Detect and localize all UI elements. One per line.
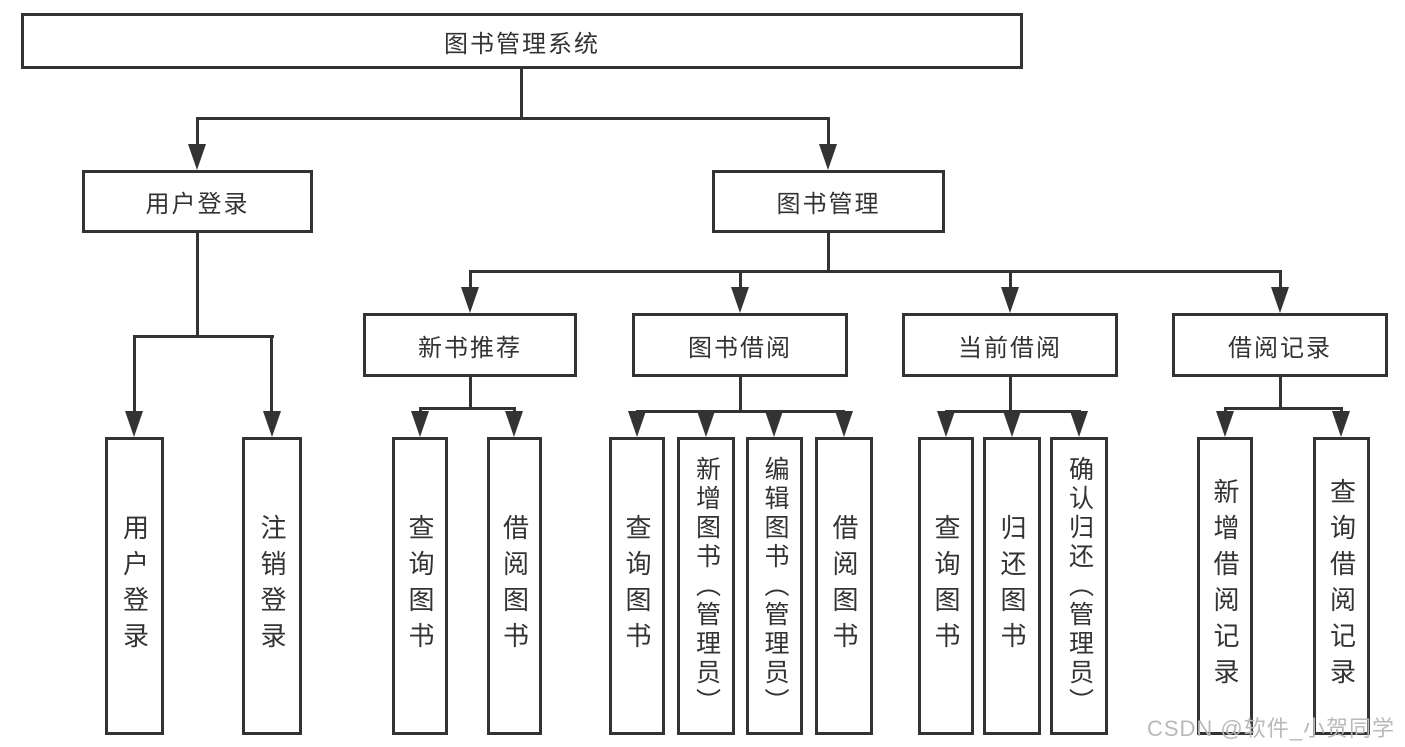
leaf-add-borrow-record: 新增借阅记录: [1197, 437, 1253, 735]
connector-line: [1009, 270, 1012, 290]
leaf-label: 查询图书: [405, 514, 435, 658]
leaf-query-books-recommend: 查询图书: [392, 437, 448, 735]
connector-line: [196, 117, 199, 147]
leaf-label: 用户登录: [119, 514, 150, 658]
connector-line: [419, 407, 516, 410]
leaf-label: 新增图书（管理员）: [692, 455, 721, 717]
connector-line: [196, 233, 199, 335]
leaf-label: 借阅图书: [499, 514, 530, 658]
leaf-return-books: 归还图书: [983, 437, 1041, 735]
node-book-management: 图书管理: [712, 170, 945, 233]
node-label: 图书管理: [776, 191, 881, 218]
node-label: 图书借阅: [688, 334, 792, 362]
leaf-label: 编辑图书（管理员）: [761, 455, 789, 717]
connector-line: [270, 335, 273, 413]
arrow-down-icon: [1070, 411, 1088, 437]
leaf-label: 查询图书: [931, 514, 961, 658]
arrow-down-icon: [1332, 411, 1350, 437]
leaf-add-books-admin: 新增图书（管理员）: [677, 437, 735, 735]
leaf-label: 查询借阅记录: [1326, 478, 1357, 694]
arrow-down-icon: [1001, 287, 1019, 313]
leaf-label: 借阅图书: [829, 514, 859, 658]
leaf-borrow-books-borrowing: 借阅图书: [815, 437, 873, 735]
arrow-down-icon: [125, 411, 143, 437]
connector-line: [133, 335, 136, 413]
connector-line: [1009, 377, 1012, 410]
leaf-user-login: 用户登录: [105, 437, 164, 735]
leaf-query-borrow-record: 查询借阅记录: [1313, 437, 1370, 735]
node-label: 借阅记录: [1228, 334, 1332, 362]
leaf-label: 新增借阅记录: [1210, 478, 1240, 694]
arrow-down-icon: [937, 411, 955, 437]
arrow-down-icon: [1003, 411, 1021, 437]
arrow-down-icon: [819, 144, 837, 170]
connector-line: [636, 410, 845, 413]
connector-line: [469, 377, 472, 407]
leaf-query-books-current: 查询图书: [918, 437, 974, 735]
leaf-label: 确认归还（管理员）: [1065, 455, 1094, 717]
arrow-down-icon: [505, 411, 523, 437]
leaf-query-books-borrowing: 查询图书: [609, 437, 665, 735]
connector-line: [827, 117, 830, 147]
node-user-login: 用户登录: [82, 170, 313, 233]
arrow-down-icon: [731, 287, 749, 313]
leaf-borrow-books-recommend: 借阅图书: [487, 437, 542, 735]
arrow-down-icon: [697, 411, 715, 437]
leaf-edit-books-admin: 编辑图书（管理员）: [746, 437, 803, 735]
node-label: 图书管理系统: [444, 30, 600, 58]
connector-line: [469, 270, 1281, 273]
arrow-down-icon: [835, 411, 853, 437]
connector-line: [827, 233, 830, 270]
connector-line: [196, 117, 830, 120]
connector-line: [739, 270, 742, 290]
node-book-borrowing: 图书借阅: [632, 313, 848, 377]
watermark: CSDN @软件_小贺同学: [1146, 716, 1395, 741]
connector-line: [1279, 270, 1282, 290]
arrow-down-icon: [188, 144, 206, 170]
node-current-borrowing: 当前借阅: [902, 313, 1118, 377]
connector-line: [469, 270, 472, 290]
arrow-down-icon: [461, 287, 479, 313]
connector-line: [1279, 377, 1282, 407]
connector-line: [520, 69, 523, 120]
node-label: 当前借阅: [958, 334, 1062, 362]
leaf-logout: 注销登录: [242, 437, 302, 735]
connector-line: [133, 335, 274, 338]
arrow-down-icon: [263, 411, 281, 437]
node-library-management-system: 图书管理系统: [21, 13, 1023, 69]
arrow-down-icon: [628, 411, 646, 437]
arrow-down-icon: [765, 411, 783, 437]
arrow-down-icon: [411, 411, 429, 437]
leaf-label: 查询图书: [622, 514, 652, 658]
leaf-label: 归还图书: [997, 514, 1027, 658]
node-borrowing-records: 借阅记录: [1172, 313, 1388, 377]
connector-line: [1224, 407, 1343, 410]
node-label: 新书推荐: [418, 334, 522, 362]
leaf-confirm-return-admin: 确认归还（管理员）: [1050, 437, 1108, 735]
leaf-label: 注销登录: [257, 514, 287, 658]
connector-line: [739, 377, 742, 410]
node-new-book-recommendation: 新书推荐: [363, 313, 577, 377]
arrow-down-icon: [1271, 287, 1289, 313]
arrow-down-icon: [1216, 411, 1234, 437]
node-label: 用户登录: [145, 191, 250, 218]
